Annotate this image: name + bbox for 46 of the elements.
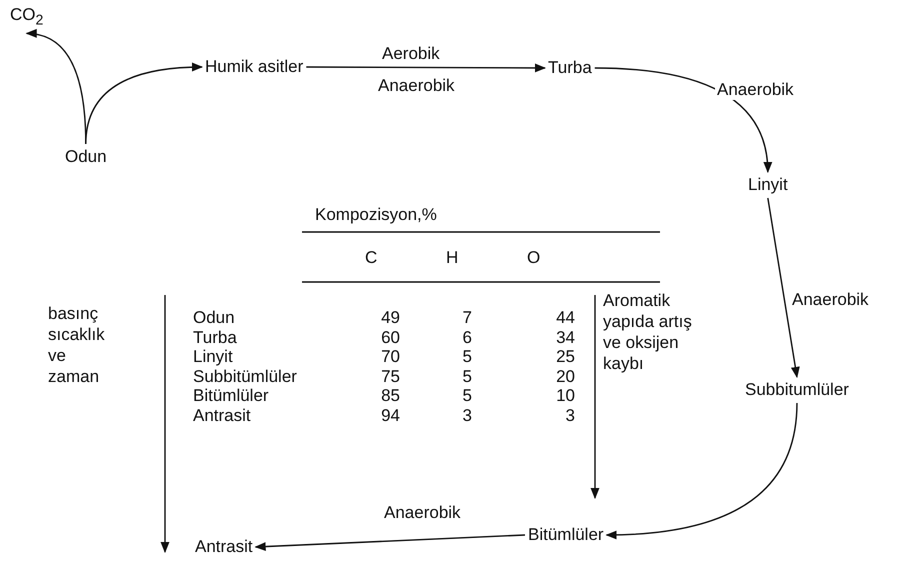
table-cell: 70	[381, 347, 400, 367]
table-cell: Bitümlüler	[193, 386, 269, 406]
arrow	[605, 402, 798, 540]
node-label: Antrasit	[195, 537, 253, 557]
arrow	[85, 62, 204, 144]
table-cell: 49	[381, 308, 400, 328]
node-label: CO$_{2}$	[10, 5, 44, 30]
node-label: Turba	[548, 58, 592, 78]
arrow	[767, 198, 800, 378]
node-label: Linyit	[748, 175, 788, 195]
edge-label: Anaerobik	[715, 80, 796, 100]
table-cell: 10	[556, 386, 575, 406]
table-cell: Odun	[193, 308, 235, 328]
table-cell: 60	[381, 328, 400, 348]
table-header: Kompozisyon,%	[315, 205, 437, 225]
table-cell: 44	[556, 308, 575, 328]
node-label: Humik asitler	[205, 57, 304, 77]
table-cell: 5	[462, 366, 472, 386]
table-cell: 3	[462, 406, 472, 426]
table-cell: 5	[462, 386, 472, 406]
table-cell: 94	[381, 406, 400, 426]
table-cell: 20	[556, 366, 575, 386]
table-cell: Turba	[193, 328, 237, 348]
arrow	[254, 534, 526, 552]
table-header: O	[527, 248, 540, 268]
condition-text: Anaerobik	[378, 76, 455, 96]
table-cell: 5	[462, 347, 472, 367]
node-label: Bitümlüler	[528, 525, 604, 545]
note-text: basınç sıcaklık ve zaman	[48, 303, 106, 387]
note-text: Aromatik yapıda artış ve oksijen kaybı	[603, 290, 693, 374]
table-cell: Subbitümlüler	[193, 366, 297, 386]
table-cell: 6	[462, 328, 472, 348]
table-cell: 75	[381, 366, 400, 386]
table-cell: Linyit	[193, 347, 233, 367]
table-cell: Antrasit	[193, 406, 251, 426]
table-header: H	[446, 248, 458, 268]
table-cell: 7	[462, 308, 472, 328]
table-cell: 85	[381, 386, 400, 406]
node-label: Subbitumlüler	[745, 380, 849, 400]
table-cell: 3	[566, 406, 575, 426]
table-cell: 34	[556, 328, 575, 348]
arrow	[306, 63, 546, 72]
node-label: Odun	[65, 147, 107, 167]
arrow	[594, 67, 772, 174]
table-cell: 25	[556, 347, 575, 367]
table-header: C	[365, 248, 378, 268]
